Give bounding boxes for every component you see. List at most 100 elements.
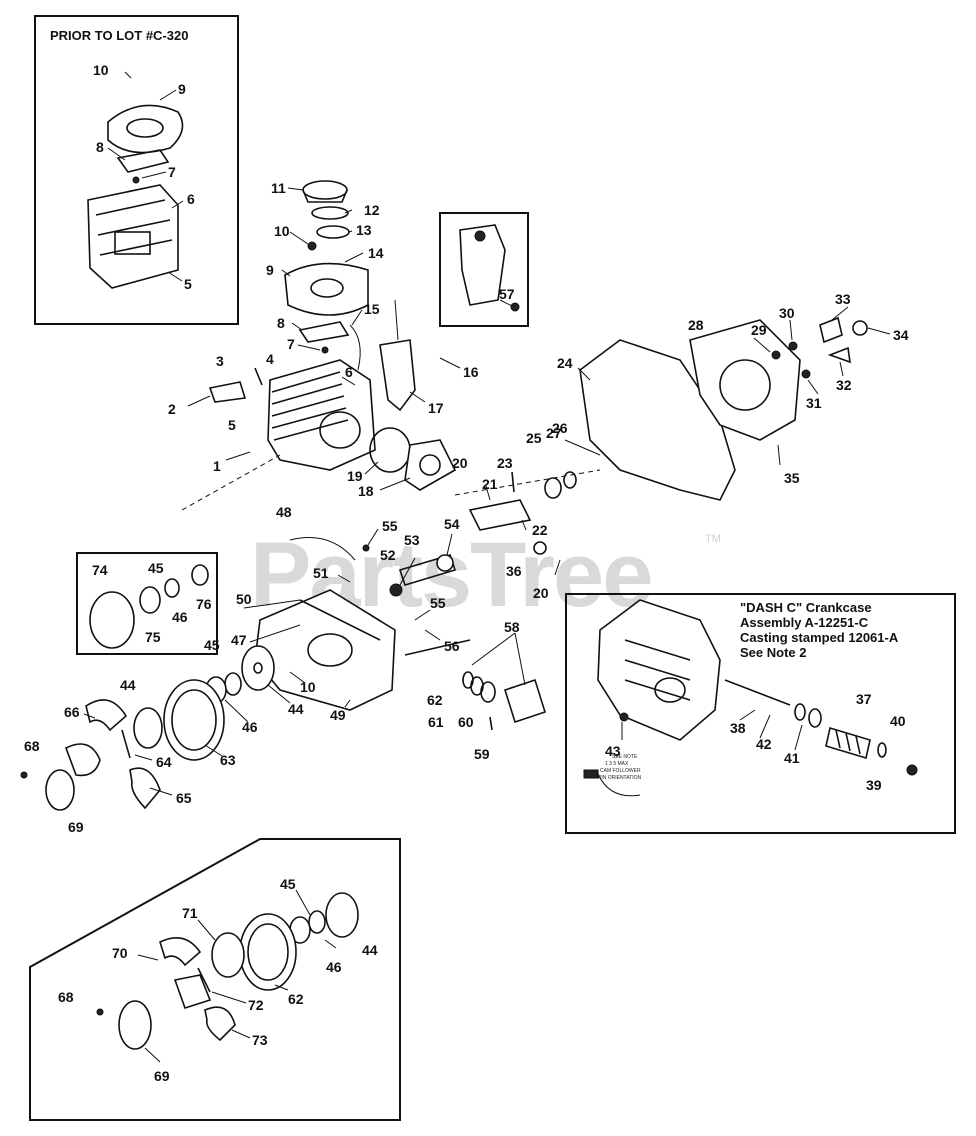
inset-57-frame [439,212,529,327]
label-part: 7 [168,164,176,180]
label-part: 68 [58,989,74,1005]
label-part: 5 [184,276,192,292]
part-45-shape [224,672,242,696]
part-29-shape [771,350,781,360]
label-part: 65 [176,790,192,806]
part-68-screw-shape [20,771,28,779]
part-66-shoe-shape [85,699,128,732]
part-49-bore-shape [307,633,353,667]
label-part: 34 [893,327,909,343]
part-54-shape [436,554,454,572]
label-part: 40 [890,713,906,729]
label-part: 13 [356,222,372,238]
label-part: 11 [271,180,286,196]
label-part: 69 [68,819,84,835]
part-48-wire-shape [289,537,356,561]
part-28-cover-ring-shape [719,359,771,411]
label-part: 44 [288,701,304,717]
inset-prior-to-lot: PRIOR TO LOT #C-320 [34,15,239,325]
label-part: 2 [168,401,176,417]
part-5-block-shape [87,184,179,289]
part-44-washer-bottom-shape [325,892,359,938]
part-40-shape [877,742,887,758]
part-44-washer-shape [241,645,275,691]
dash-c-small-note-1: SEE NOTE [612,754,638,760]
label-part: 31 [806,395,822,411]
label-part: 57 [499,286,515,302]
label-part: 24 [557,355,573,371]
part-44-washer-left-shape [133,707,163,749]
label-part: 30 [779,305,795,321]
label-part: 72 [248,997,264,1013]
inset-part-57 [439,212,529,327]
part-28-cover-shape [689,319,801,441]
part-9-plate-shape [107,104,184,154]
part-32-shape [827,346,851,364]
label-part: 29 [751,322,767,338]
inset-part-74 [76,552,218,655]
part-spring-bottom-shape [197,967,211,993]
part-69-plate-shape [45,769,75,811]
part-5-cylinder-fins-shape [271,371,349,441]
inset-74-frame [76,552,218,655]
label-part: 61 [428,714,444,730]
part-number-labels: 10 9 8 7 6 5 11 12 10 13 14 9 15 8 7 3 4… [24,62,909,1084]
dash-c-line-3: Casting stamped 12061-A [740,630,899,645]
label-part: 68 [24,738,40,754]
label-part: 27 [546,425,562,441]
part-58-shaft-shape [404,639,471,656]
label-part: 75 [145,629,161,645]
label-part: 10 [300,679,316,695]
part-42-ring-shape [794,703,806,721]
label-part: 62 [288,991,304,1007]
label-part: 69 [154,1068,170,1084]
dash-c-small-note-2: 1 3 5 MAX [605,761,629,767]
label-part: 52 [380,547,396,563]
label-part: 23 [497,455,513,471]
part-31-shape [801,369,811,379]
part-4-bolt-shape [254,367,263,386]
part-spring-shape [121,729,131,759]
part-13-ring-shape [316,225,350,239]
crankcase-assembly [243,528,561,731]
part-11-cap-shape [302,180,348,200]
part-27-housing-shape [579,339,736,501]
part-71-washer-shape [211,932,245,978]
label-part: 51 [313,565,329,581]
label-part: 14 [368,245,384,261]
label-part: 7 [287,336,295,352]
dash-c-line-1: "DASH C" Crankcase [740,600,872,615]
part-23-pin-shape [511,471,515,493]
part-65-shoe-shape [129,767,161,810]
label-part: 4 [266,351,274,367]
label-part: 16 [463,364,479,380]
label-part: 6 [345,364,353,380]
dash-c-small-note-4: PIN ORIENTATION [598,775,642,781]
dash-c-crankcase-detail-shape [624,639,691,701]
label-part: 38 [730,720,746,736]
label-part: 46 [172,609,188,625]
part-11-cap-side-shape [302,189,348,203]
dash-c-line-4: See Note 2 [740,645,806,660]
part-8-reed-shape [116,149,170,173]
part-19-gasket-shape [369,427,411,473]
label-part: 32 [836,377,852,393]
part-57-screw-shape [510,302,520,312]
inset-bottom-clutch [29,838,401,1121]
part-59-pin-shape [489,716,493,731]
inset-prior-title: PRIOR TO LOT #C-320 [50,28,188,43]
label-part: 60 [458,714,474,730]
part-30-shape [788,341,798,351]
label-part: 17 [428,400,444,416]
label-part: 56 [444,638,460,654]
label-part: 62 [427,692,443,708]
part-46-inset-shape [164,578,180,598]
label-part: 21 [482,476,498,492]
part-57-top-shape [474,230,486,242]
cylinder-assembly [181,180,461,511]
label-part: 66 [64,704,80,720]
part-69-plate-bottom-shape [118,1000,152,1050]
part-74-disc-shape [89,591,135,649]
label-part: 35 [784,470,800,486]
